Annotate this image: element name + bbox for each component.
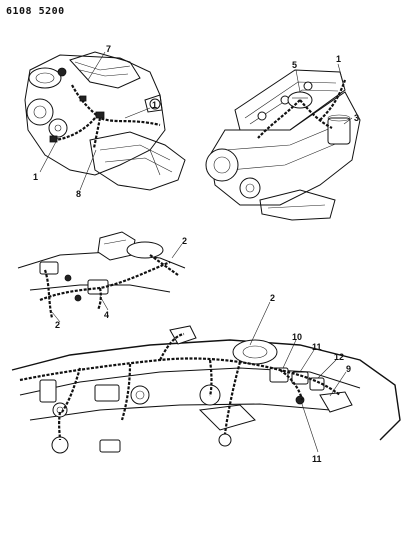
view-2-engine: 5 1 3 [205, 54, 361, 221]
callout-view1-1a: 1 [152, 100, 157, 110]
view-3-harness: 2 2 4 [17, 231, 187, 330]
callout-view4-9: 9 [346, 364, 351, 374]
callout-view2-3: 3 [354, 113, 359, 123]
callout-view1-7: 7 [106, 44, 111, 54]
callout-view3-4: 4 [104, 310, 109, 320]
callout-view4-10: 10 [292, 332, 302, 342]
callout-view2-1: 1 [336, 54, 341, 64]
callout-view4-12: 12 [334, 352, 344, 362]
page-code: 6108 5200 [6, 6, 65, 17]
callout-view4-2: 2 [270, 293, 275, 303]
callout-view3-2b: 2 [55, 320, 60, 330]
view-1-engine: 7 1 1 8 [24, 44, 186, 199]
view-4-compartment: 2 10 11 12 9 11 [11, 293, 401, 464]
callout-view2-5: 5 [292, 60, 297, 70]
callout-view4-11a: 11 [312, 342, 322, 352]
callout-view4-11b: 11 [312, 454, 322, 464]
callout-view1-8: 8 [76, 189, 81, 199]
callout-view1-1b: 1 [33, 172, 38, 182]
callout-view3-2a: 2 [182, 236, 187, 246]
